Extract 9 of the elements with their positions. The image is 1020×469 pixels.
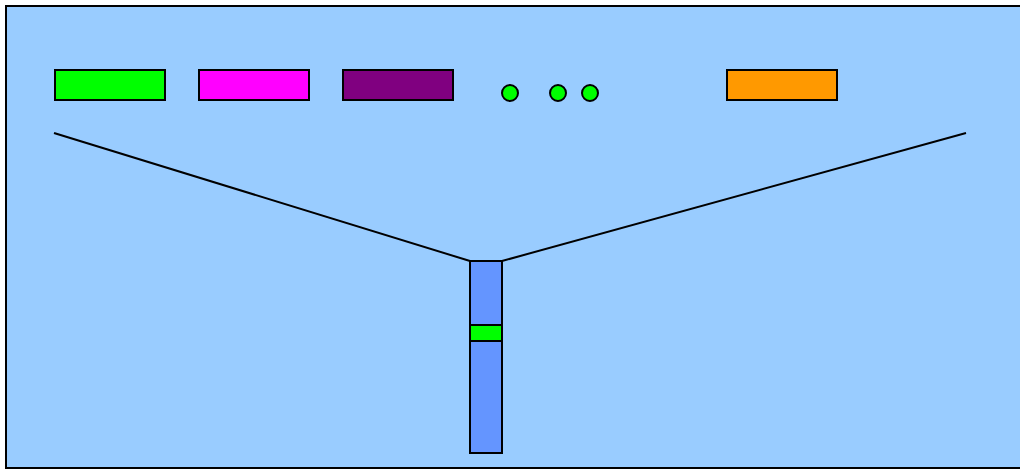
color-block [198,69,310,101]
color-block [54,69,166,101]
circle-dot [549,84,567,102]
circle-dot [581,84,599,102]
circle-dot [501,84,519,102]
color-block [726,69,838,101]
color-block [342,69,454,101]
vertical-bar [469,260,503,454]
color-block [469,324,503,342]
